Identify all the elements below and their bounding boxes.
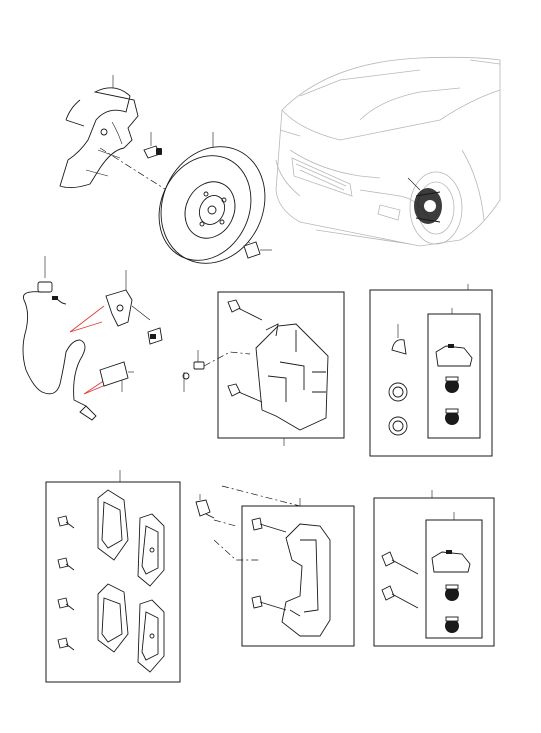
caliper-housing-box	[217, 291, 345, 439]
carrier-bolt-icon[interactable]	[195, 494, 215, 519]
bleed-cap-icon[interactable]	[391, 324, 407, 355]
carrier-bolt-kit-box	[373, 497, 495, 647]
dust-seal-icon[interactable]	[388, 382, 408, 436]
vehicle-outline-icon	[275, 56, 501, 247]
wear-sensor-icon[interactable]	[22, 256, 115, 421]
carrier-guide-bolt-icon[interactable]	[251, 517, 287, 611]
guide-pin-kit-inner-box	[427, 313, 481, 439]
guide-bolt-lower-icon[interactable]	[227, 383, 263, 403]
caliper-bleed-screw-icon[interactable]	[182, 350, 251, 392]
kit-bolt-icon[interactable]	[381, 551, 419, 609]
kit-bush-icon[interactable]	[445, 584, 459, 633]
caliper-carrier-box	[241, 505, 355, 647]
dust-shield-icon[interactable]	[59, 75, 139, 189]
grease-sachet-icon[interactable]	[435, 344, 473, 367]
brake-pad-icon[interactable]	[97, 489, 165, 673]
pad-bolts-icon[interactable]	[57, 515, 75, 651]
caliper-housing-icon[interactable]	[255, 323, 329, 431]
guide-bush-icon[interactable]	[445, 376, 459, 425]
disc-screw-icon[interactable]	[243, 241, 272, 259]
caliper-carrier-icon[interactable]	[281, 523, 331, 637]
kit-grease-sachet-icon[interactable]	[431, 550, 471, 573]
brake-disc-icon[interactable]	[142, 129, 283, 280]
shield-bolt-icon[interactable]	[143, 132, 162, 159]
guide-pin-kit-box	[369, 289, 493, 457]
wheel-brake-highlight-icon	[407, 177, 442, 224]
sensor-clip-icon[interactable]	[99, 361, 134, 392]
guide-bolt-upper-icon[interactable]	[227, 299, 263, 321]
sensor-bracket-icon[interactable]	[105, 270, 163, 345]
brake-pad-box	[45, 481, 181, 683]
